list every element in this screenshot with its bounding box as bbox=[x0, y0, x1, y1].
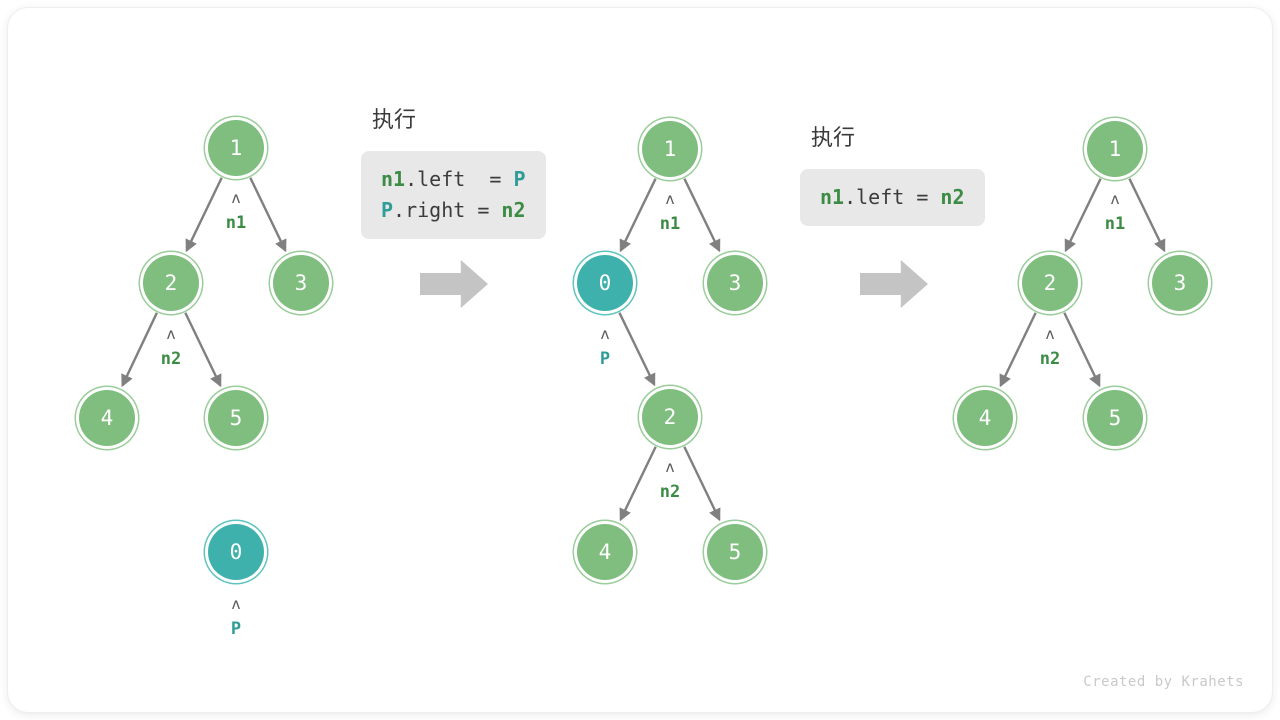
code-token: n1 bbox=[381, 167, 406, 191]
tree-node: 5 bbox=[208, 390, 264, 446]
transition-block-arrows bbox=[420, 260, 928, 308]
tree-edge bbox=[184, 312, 222, 388]
edges-and-arrows-layer bbox=[121, 177, 1166, 522]
pointer-label: n2 bbox=[1039, 349, 1061, 369]
credit-footer: Created by Krahets bbox=[1083, 674, 1244, 690]
tree-node: 3 bbox=[707, 255, 763, 311]
tree-node: 3 bbox=[273, 255, 329, 311]
tree-node: 5 bbox=[1087, 390, 1143, 446]
tree-edge bbox=[1128, 178, 1166, 253]
tree-node: 4 bbox=[577, 524, 633, 580]
pointer-caret-icon: ʌ bbox=[665, 458, 675, 476]
tree-node: 4 bbox=[79, 390, 135, 446]
pointer-label: P bbox=[599, 349, 611, 369]
pointer-label: n1 bbox=[1104, 214, 1126, 234]
code-token: .left = bbox=[405, 167, 514, 191]
tree-node: 2 bbox=[1022, 255, 1078, 311]
tree-node: 5 bbox=[707, 524, 763, 580]
tree-edge bbox=[1063, 312, 1101, 388]
tree-edge bbox=[999, 312, 1037, 388]
pointer-caret-icon: ʌ bbox=[600, 325, 610, 343]
code-token: .left = bbox=[844, 185, 941, 209]
tree-node: 2 bbox=[642, 389, 698, 445]
pointer-caret-icon: ʌ bbox=[231, 595, 241, 613]
tree-node: 1 bbox=[642, 121, 698, 177]
code-token: P bbox=[513, 167, 526, 191]
pointer-caret-icon: ʌ bbox=[231, 189, 241, 207]
pointer-label: n2 bbox=[160, 349, 182, 369]
tree-node: 3 bbox=[1152, 255, 1208, 311]
tree-edge bbox=[618, 312, 656, 387]
code-line: P.right = n2 bbox=[381, 195, 526, 226]
tree-edges bbox=[121, 177, 1166, 522]
pointer-label: n1 bbox=[659, 214, 681, 234]
tree-edge bbox=[121, 312, 158, 388]
tree-node: 1 bbox=[208, 120, 264, 176]
code-line: n1.left = n2 bbox=[820, 182, 965, 213]
step-heading: 执行 bbox=[372, 108, 417, 133]
pointer-caret-icon: ʌ bbox=[166, 325, 176, 343]
pointer-caret-icon: ʌ bbox=[1045, 325, 1055, 343]
tree-edge bbox=[683, 178, 721, 253]
tree-edge bbox=[249, 177, 287, 253]
code-token: .right = bbox=[393, 198, 502, 222]
code-snippet-2: n1.left = n2 bbox=[800, 169, 985, 226]
tree-node: 0 bbox=[577, 255, 633, 311]
pointer-label: P bbox=[230, 619, 242, 639]
code-token: n2 bbox=[940, 185, 965, 209]
code-token: n2 bbox=[501, 198, 526, 222]
tree-node: 0 bbox=[208, 524, 264, 580]
pointer-label: n2 bbox=[659, 482, 681, 502]
tree-node: 2 bbox=[143, 255, 199, 311]
tree-edge bbox=[619, 178, 657, 253]
pointer-label: n1 bbox=[225, 213, 247, 233]
tree-edge bbox=[683, 446, 721, 522]
tree-node: 1 bbox=[1087, 121, 1143, 177]
transition-arrow-2 bbox=[860, 260, 928, 308]
transition-arrow-1 bbox=[420, 260, 488, 308]
step-heading: 执行 bbox=[811, 126, 856, 151]
pointer-caret-icon: ʌ bbox=[665, 190, 675, 208]
tree-edge bbox=[619, 446, 657, 522]
tree-edge bbox=[185, 177, 223, 253]
code-token: n1 bbox=[820, 185, 845, 209]
pointer-caret-icon: ʌ bbox=[1110, 190, 1120, 208]
code-token: P bbox=[381, 198, 394, 222]
tree-edge bbox=[1064, 178, 1102, 253]
code-line: n1.left = P bbox=[381, 164, 526, 195]
tree-node: 4 bbox=[957, 390, 1013, 446]
